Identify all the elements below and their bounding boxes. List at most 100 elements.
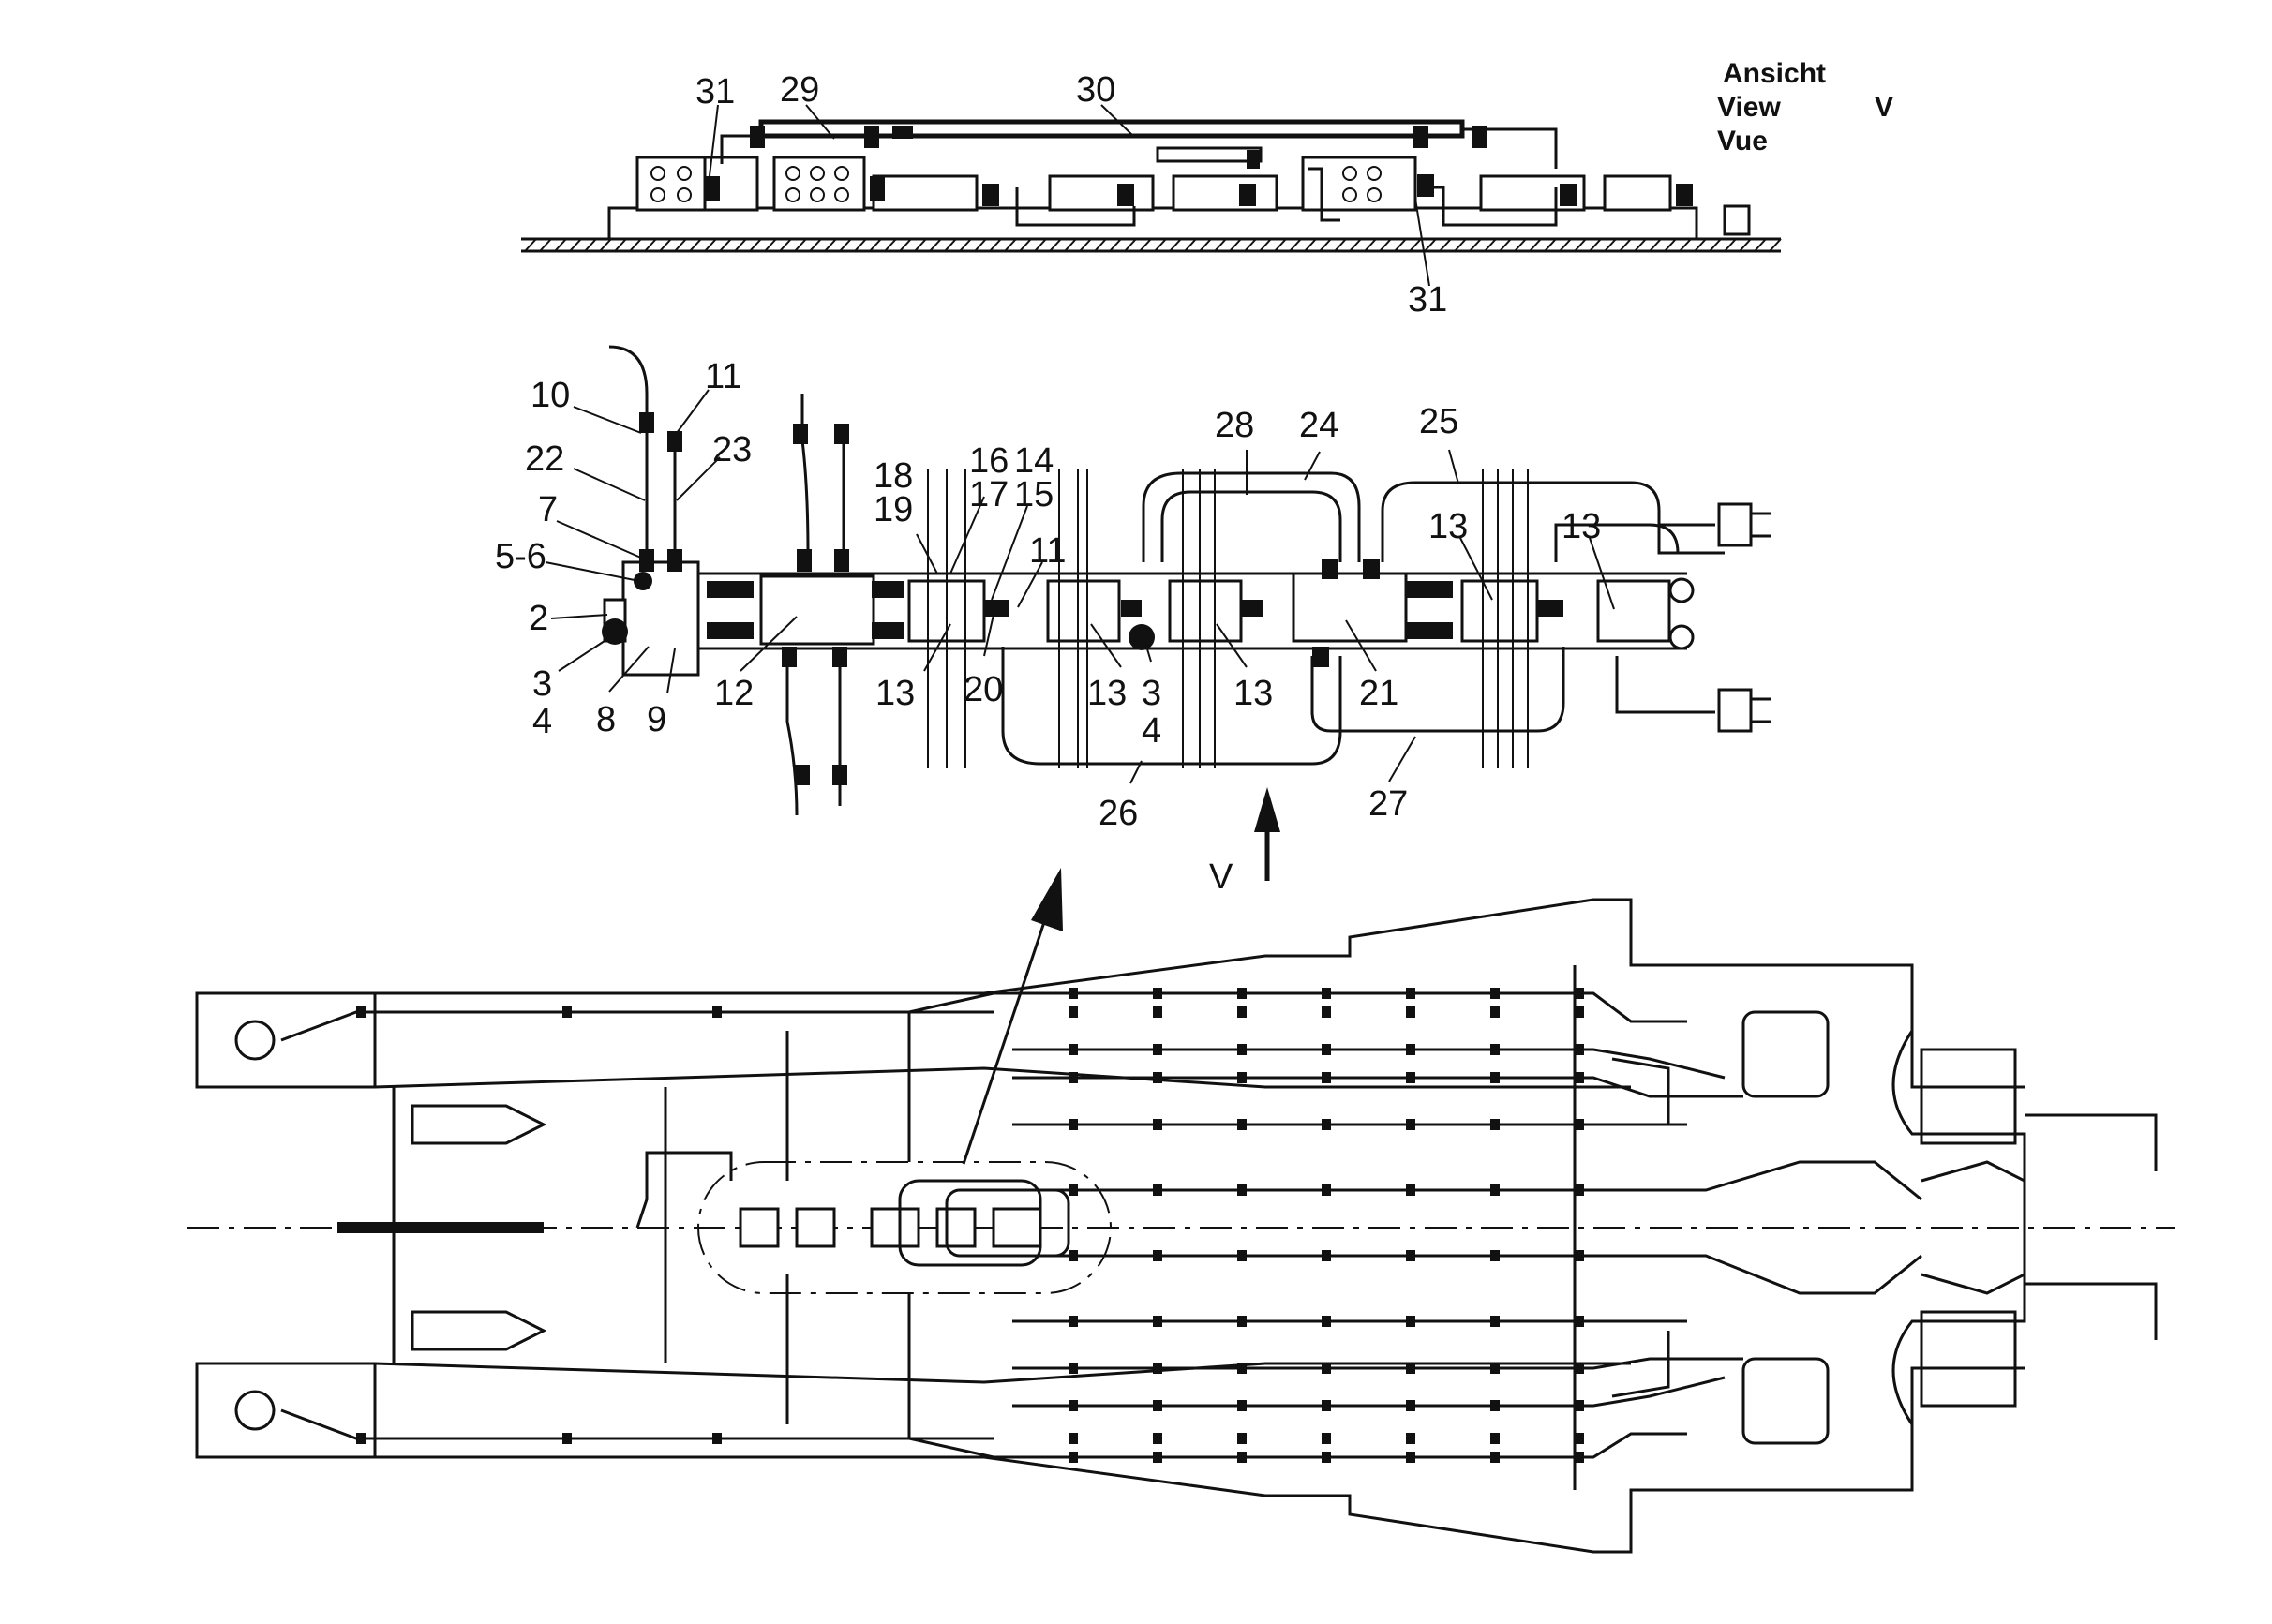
- line-clips: [356, 988, 1584, 1463]
- cone-upper: [411, 1104, 547, 1145]
- side-view-v: [521, 104, 1782, 287]
- fitting-right-lower: [1717, 688, 1753, 733]
- detail-pointer-arrow: [962, 868, 1063, 1165]
- callouts-middle: 10 11 22 23 7 5-6 2 3 4 8 9 12 18 19 16 …: [495, 357, 1601, 833]
- callout-19: 19: [874, 490, 913, 529]
- fork-pad-lower: [1920, 1310, 2017, 1408]
- bracket-upper-left: [195, 991, 377, 1089]
- callout-13-b: 13: [1087, 674, 1127, 713]
- tie-rod: [337, 1222, 544, 1233]
- leader-31a: [708, 104, 719, 185]
- detail-outline: [697, 1161, 1112, 1294]
- callout-20: 20: [964, 670, 1003, 709]
- bracket-lower-left: [195, 1362, 377, 1459]
- leader-30: [1100, 104, 1135, 138]
- callout-4-left: 4: [532, 702, 552, 741]
- callout-29: 29: [780, 70, 819, 110]
- loop-pipe-2: [1308, 167, 1340, 222]
- view-caption-line3: Vue: [1717, 126, 1768, 156]
- pipe-29: [720, 134, 761, 164]
- pipe-28: [1160, 490, 1342, 562]
- chassis-manifold: [739, 1179, 1070, 1267]
- pipe-26: [1001, 647, 1342, 766]
- pivot-lower: [234, 1390, 276, 1431]
- leader-29: [805, 104, 835, 140]
- callout-13-a: 13: [875, 674, 915, 713]
- callout-3-left: 3: [532, 664, 552, 704]
- pipe-27: [1310, 647, 1565, 733]
- callout-7: 7: [538, 490, 558, 529]
- side-block-9: [1603, 174, 1672, 212]
- callout-2: 2: [529, 599, 548, 638]
- view-arrow-head: [1254, 787, 1280, 832]
- callout-23: 23: [712, 430, 752, 469]
- side-block-4: [872, 174, 979, 212]
- callout-18: 18: [874, 456, 913, 496]
- pipe-25: [1381, 481, 1725, 562]
- manifold-block-21: [1292, 572, 1408, 643]
- callout-30: 30: [1076, 70, 1115, 110]
- view-arrow-letter: V: [1209, 857, 1233, 897]
- fork-cutout-upper: [1741, 1010, 1830, 1098]
- side-block-7: [1301, 156, 1417, 212]
- fork-pad-upper: [1920, 1048, 2017, 1145]
- manifold-block-13d: [1460, 579, 1539, 643]
- ground-hatching: [524, 238, 1782, 252]
- callout-27: 27: [1368, 784, 1408, 824]
- manifold-plan-view: [545, 345, 1771, 816]
- view-arrow: V: [1209, 787, 1280, 897]
- fork-arm-lower: [2025, 1282, 2158, 1340]
- callout-12: 12: [714, 674, 754, 713]
- fork-body: [1631, 963, 2026, 1492]
- callouts-top: 31 29 30 31: [695, 70, 1447, 320]
- plug-3: [602, 618, 628, 645]
- fork-cutout-lower: [1741, 1357, 1830, 1445]
- leader-31b: [1414, 198, 1430, 287]
- view-caption: Ansicht View Vue V: [1717, 58, 1893, 156]
- pipe-lower-12: [785, 665, 799, 816]
- callout-13-e: 13: [1562, 507, 1601, 546]
- plug-3-mid: [1129, 624, 1155, 650]
- callout-13-d: 13: [1428, 507, 1468, 546]
- side-fittings: [705, 126, 1693, 206]
- callout-25: 25: [1419, 402, 1458, 441]
- callout-11-upper: 11: [705, 357, 741, 396]
- view-caption-letter: V: [1875, 92, 1893, 123]
- frame-inner-bottom: [374, 1362, 1631, 1384]
- pivot-upper: [234, 1020, 276, 1061]
- plug-right-2: [1668, 624, 1695, 650]
- callout-21: 21: [1359, 674, 1398, 713]
- callout-31-top-right: 31: [1408, 280, 1447, 320]
- callout-31-top-left: 31: [695, 72, 735, 112]
- tap-lower: [1615, 656, 1715, 714]
- callout-24: 24: [1299, 406, 1338, 445]
- frame-bottom-edge: [375, 1366, 2025, 1554]
- cone-lower: [411, 1310, 547, 1351]
- pipe-30-end: [1462, 127, 1558, 169]
- manifold-block-13e: [1596, 579, 1671, 643]
- side-block-end: [1723, 204, 1751, 236]
- loop-pipe-3: [1425, 186, 1558, 227]
- plug-5-6: [634, 572, 652, 590]
- fitting-right-upper: [1717, 502, 1753, 547]
- view-caption-line1: Ansicht: [1723, 58, 1826, 89]
- callout-16: 16: [969, 441, 1009, 481]
- manifold-block-13c: [1168, 579, 1243, 643]
- pipe-24: [1142, 471, 1361, 562]
- callout-17: 17: [969, 475, 1009, 514]
- pipe-upper-12: [800, 394, 810, 554]
- leaders-middle: [545, 389, 1615, 784]
- callout-4-mid: 4: [1142, 711, 1161, 751]
- bolt-circles: [650, 166, 1382, 202]
- view-caption-line2: View: [1717, 92, 1781, 123]
- callout-22: 22: [525, 440, 564, 479]
- chassis-plan-view: [187, 898, 2175, 1554]
- pipe-25b: [1554, 523, 1680, 562]
- fork-arm-upper: [2025, 1113, 2158, 1171]
- callout-13-c: 13: [1233, 674, 1273, 713]
- side-rail: [1156, 146, 1263, 163]
- callout-8: 8: [596, 700, 616, 739]
- vertical-bundles: [927, 469, 1529, 768]
- callout-26: 26: [1099, 794, 1138, 833]
- loop-pipe-1: [1015, 187, 1136, 227]
